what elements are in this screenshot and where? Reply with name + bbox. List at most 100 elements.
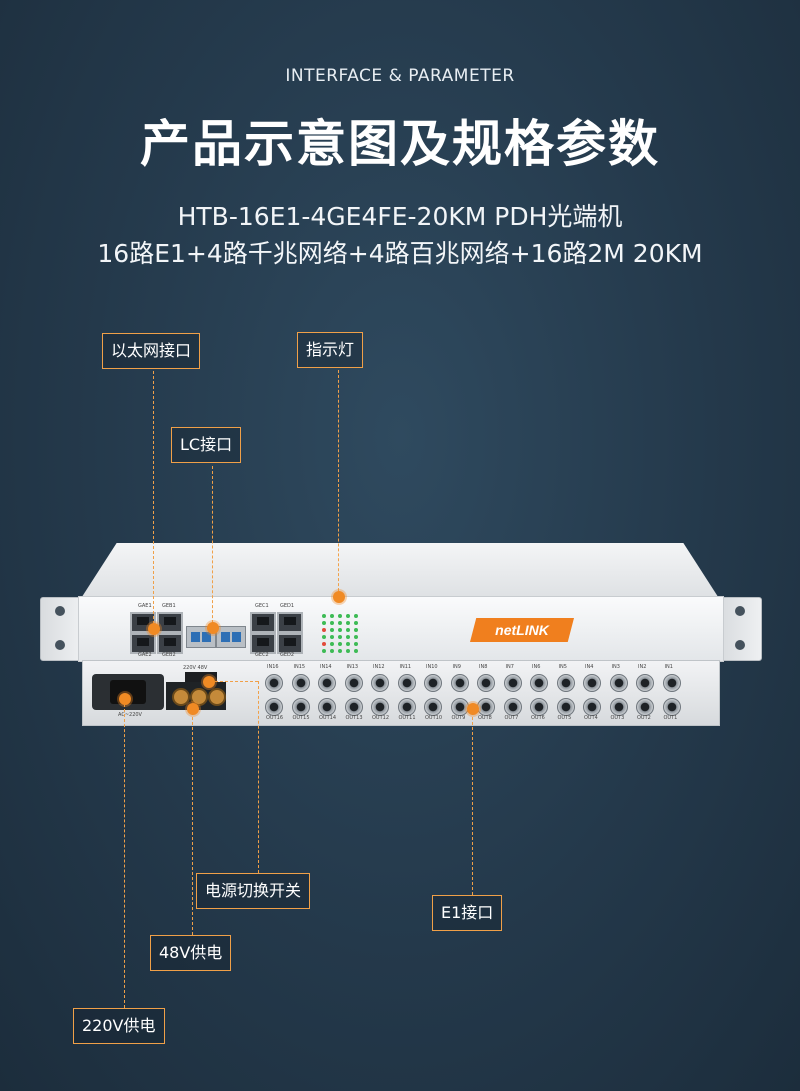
- e1-in-connector: [503, 674, 522, 692]
- e1-in-connector: [344, 674, 363, 692]
- e1-in-connector: [424, 674, 442, 692]
- marker-power-switch: [203, 676, 215, 688]
- rack-ear-left: [40, 597, 82, 661]
- callout-e1: E1接口: [432, 895, 503, 931]
- e1-out-label: OUT8: [478, 715, 492, 721]
- marker-48v: [187, 703, 199, 715]
- indicator-led: [338, 628, 342, 632]
- port-label: GEC2: [255, 652, 269, 658]
- indicator-led: [330, 621, 334, 625]
- e1-in-label: IN8: [479, 664, 488, 670]
- e1-in-label: IN11: [399, 664, 412, 670]
- indicator-led: [330, 642, 334, 646]
- e1-out-label: OUT2: [637, 715, 651, 721]
- e1-out-label: OUT4: [584, 715, 598, 721]
- leader-48v: [192, 712, 193, 935]
- indicator-led: [330, 635, 334, 639]
- e1-out-connector: [609, 698, 628, 716]
- indicator-led: [330, 649, 334, 653]
- e1-out-connector: [556, 698, 575, 716]
- sfp-module: [216, 626, 246, 648]
- port-label: GAE2: [138, 652, 152, 658]
- indicator-led: [354, 642, 358, 646]
- indicator-led: [346, 614, 350, 618]
- e1-out-label: OUT10: [425, 715, 443, 721]
- e1-in-connector: [583, 674, 601, 692]
- indicator-led: [338, 614, 342, 618]
- e1-out-label: OUT12: [372, 715, 390, 721]
- e1-in-connector: [636, 674, 654, 692]
- rj45-port: [250, 612, 276, 633]
- marker-indicator: [333, 591, 345, 603]
- e1-in-label: IN6: [532, 664, 541, 670]
- e1-out-connector: [344, 698, 363, 716]
- rj45-port: [157, 633, 183, 654]
- e1-out-connector: [662, 698, 681, 716]
- callout-ethernet: 以太网接口: [102, 333, 201, 369]
- leader-220v: [124, 704, 125, 1008]
- indicator-led: [330, 628, 334, 632]
- e1-out-connector: [636, 698, 654, 716]
- port-label: GEC1: [255, 603, 269, 609]
- port-label: GED1: [280, 603, 295, 609]
- e1-out-connector: [265, 698, 283, 716]
- e1-out-label: OUT11: [398, 715, 416, 721]
- e1-in-connector: [318, 674, 336, 692]
- rj45-port: [277, 612, 303, 633]
- leader-ethernet: [153, 371, 154, 629]
- indicator-led: [322, 642, 326, 646]
- e1-out-connector: [450, 698, 469, 716]
- leader-power-switch: [258, 681, 259, 873]
- model-name: HTB-16E1-4GE4FE-20KM PDH光端机: [177, 202, 623, 231]
- indicator-led: [338, 635, 342, 639]
- indicator-led: [322, 628, 326, 632]
- indicator-led: [322, 621, 326, 625]
- e1-out-connector: [318, 698, 336, 716]
- e1-out-label: OUT7: [504, 715, 519, 721]
- e1-out-label: OUT14: [319, 715, 337, 721]
- leader-lc: [212, 466, 213, 628]
- port-label: GED2: [280, 652, 295, 658]
- e1-out-label: OUT1: [663, 715, 678, 721]
- front-panel-upper: [78, 596, 724, 662]
- page-title: 产品示意图及规格参数: [140, 115, 660, 173]
- indicator-led: [338, 649, 342, 653]
- e1-in-label: IN5: [558, 664, 567, 670]
- e1-in-label: IN9: [452, 664, 461, 670]
- brand-logo: netLINK: [470, 618, 574, 642]
- e1-out-label: OUT3: [610, 715, 625, 721]
- e1-out-label: OUT15: [292, 715, 310, 721]
- e1-in-label: IN10: [426, 664, 438, 670]
- ac-power-socket: [92, 674, 164, 710]
- indicator-led: [354, 628, 358, 632]
- rj45-port: [277, 633, 303, 654]
- e1-out-connector: [291, 698, 310, 716]
- callout-indicator: 指示灯: [297, 332, 364, 368]
- model-description: 16路E1+4路千兆网络+4路百兆网络+16路2M 20KM: [97, 239, 703, 268]
- callout-lc: LC接口: [171, 427, 242, 463]
- indicator-led: [338, 642, 342, 646]
- e1-out-connector: [424, 698, 442, 716]
- rj45-port: [130, 633, 156, 654]
- e1-in-label: IN13: [346, 664, 359, 670]
- indicator-led-grid: [318, 608, 358, 653]
- indicator-led: [346, 649, 350, 653]
- leader-power-switch-h: [210, 681, 258, 682]
- e1-in-connector: [609, 674, 628, 692]
- e1-in-label: IN16: [267, 664, 279, 670]
- e1-in-connector: [397, 674, 416, 692]
- indicator-led: [346, 642, 350, 646]
- indicator-led: [346, 621, 350, 625]
- rack-ear-right: [720, 597, 762, 661]
- e1-out-label: OUT16: [266, 715, 284, 721]
- e1-in-connector: [556, 674, 575, 692]
- e1-in-label: IN7: [505, 664, 514, 670]
- indicator-led: [330, 614, 334, 618]
- callout-power-switch: 电源切换开关: [196, 873, 311, 909]
- e1-in-label: IN1: [664, 664, 673, 670]
- indicator-led: [322, 614, 326, 618]
- e1-out-label: OUT9: [451, 715, 466, 721]
- e1-out-connector: [530, 698, 548, 716]
- indicator-led: [322, 635, 326, 639]
- e1-in-connector: [662, 674, 681, 692]
